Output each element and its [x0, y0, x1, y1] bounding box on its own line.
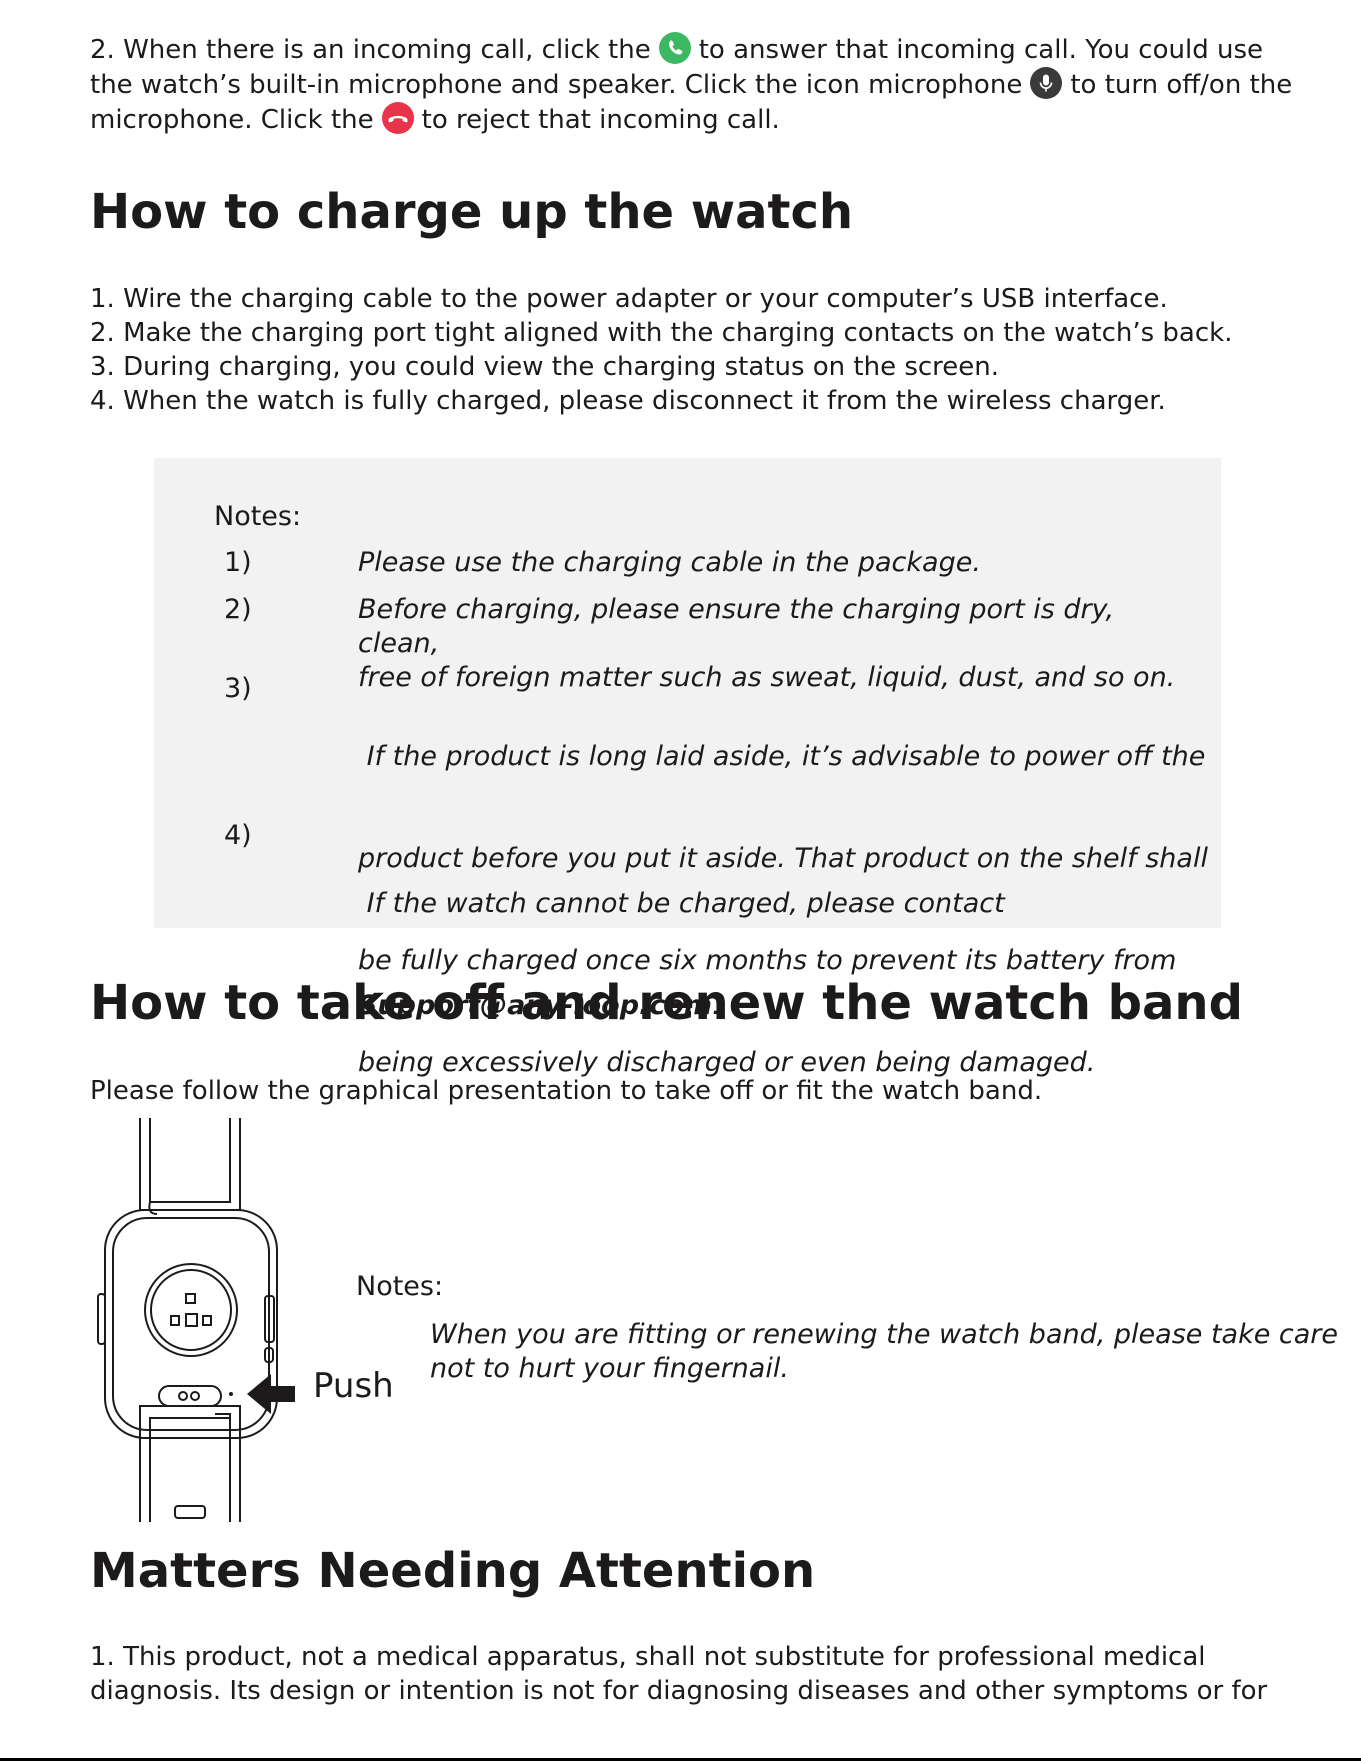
phone-answer-icon [658, 32, 691, 64]
push-arrow-icon [247, 1374, 295, 1414]
note-line: not to hurt your fingernail. [430, 1353, 789, 1384]
note-number: 2) [224, 594, 252, 625]
intro-line-2-start: the watch’s built-in microphone and spea… [90, 70, 1023, 100]
note-line: If the product is long laid aside, it’s … [358, 741, 1206, 772]
note-line: When you are fitting or renewing the wat… [430, 1319, 1339, 1350]
band-notes-title: Notes: [356, 1271, 444, 1302]
email-suffix: . [711, 990, 721, 1021]
list-item: 1. Wire the charging cable to the power … [90, 284, 1168, 314]
support-email-line: Support@any-loop.com. [358, 989, 1178, 1023]
phone-reject-icon [381, 102, 414, 134]
support-email-link[interactable]: Support@any-loop.com [358, 990, 712, 1021]
band-intro: Please follow the graphical presentation… [90, 1076, 1043, 1106]
dot [229, 1392, 233, 1396]
intro-line-2-end: to turn off/on the [1070, 70, 1293, 100]
intro-line-1: 2. When there is an incoming call, click… [90, 32, 1290, 67]
note-line: product before you put it aside. That pr… [358, 843, 1208, 874]
list-item: 2. Make the charging port tight aligned … [90, 318, 1233, 348]
intro-line-2: the watch’s built-in microphone and spea… [90, 67, 1293, 102]
attention-line: 1. This product, not a medical apparatus… [90, 1642, 1206, 1672]
intro-line-3-start: microphone. Click the [90, 105, 374, 135]
band-heading: How to take off and renew the watch band [90, 975, 1243, 1031]
note-line: Please use the charging cable in the pac… [358, 547, 981, 578]
note-text: Before charging, please ensure the charg… [358, 593, 1178, 695]
incoming-call-instructions: 2. When there is an incoming call, click… [90, 32, 1293, 137]
watch-diagram [97, 1118, 295, 1522]
note-number: 3) [224, 673, 252, 704]
intro-line-1-start: 2. When there is an incoming call, click… [90, 35, 651, 65]
note-number: 4) [224, 820, 252, 851]
watch-band-illustration [95, 1118, 415, 1522]
note-text: If the product is long laid aside, it’s … [358, 672, 1208, 1148]
note-line: be fully charged once six months to prev… [358, 945, 1177, 976]
note-text: Please use the charging cable in the pac… [358, 546, 1178, 580]
note-text: If the watch cannot be charged, please c… [358, 819, 1178, 1091]
charge-heading: How to charge up the watch [90, 184, 854, 240]
list-item: 4. When the watch is fully charged, plea… [90, 386, 1166, 416]
band-note-text: When you are fitting or renewing the wat… [430, 1318, 1339, 1386]
note-number: 1) [224, 547, 252, 578]
intro-line-3-end: to reject that incoming call. [421, 105, 780, 135]
notes-title: Notes: [214, 501, 302, 532]
note-line: Before charging, please ensure the charg… [358, 594, 1115, 659]
microphone-icon [1030, 67, 1063, 99]
attention-paragraph: 1. This product, not a medical apparatus… [90, 1640, 1290, 1708]
charge-steps-list: 1. Wire the charging cable to the power … [90, 282, 1330, 418]
charging-notes-box: Notes: 1) Please use the charging cable … [154, 458, 1221, 1078]
push-label: Push [313, 1366, 394, 1406]
page-bottom-border [0, 1758, 1361, 1761]
note-line: being excessively discharged or even bei… [358, 1047, 1096, 1078]
note-line: If the watch cannot be charged, please c… [358, 888, 1005, 919]
list-item: 3. During charging, you could view the c… [90, 352, 1000, 382]
note-line: free of foreign matter such as sweat, li… [358, 662, 1176, 693]
attention-heading: Matters Needing Attention [90, 1543, 816, 1599]
intro-line-3: microphone. Click the to reject that inco… [90, 102, 1290, 137]
attention-line: diagnosis. Its design or intention is no… [90, 1676, 1268, 1706]
intro-line-1-end: to answer that incoming call. You could … [698, 35, 1263, 65]
